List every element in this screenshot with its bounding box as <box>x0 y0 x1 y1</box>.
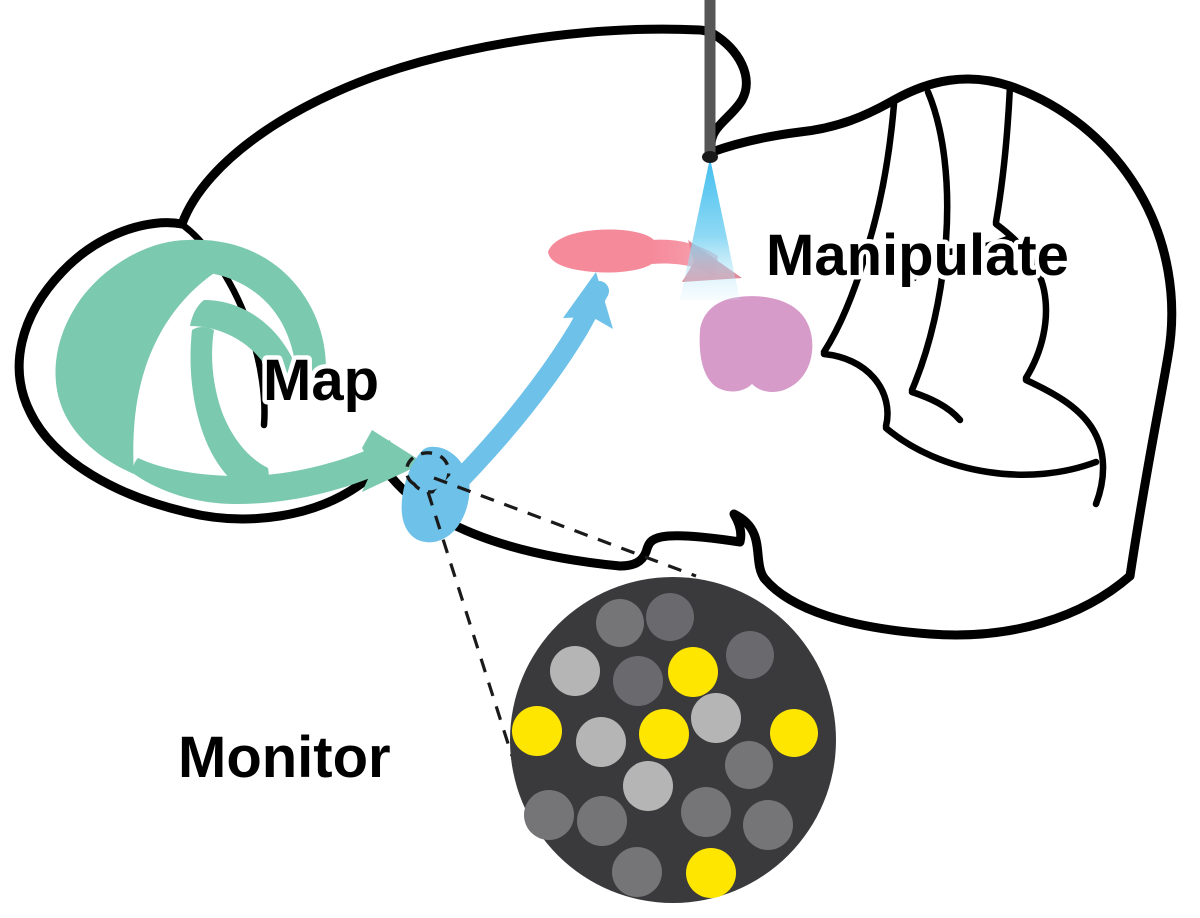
pink-target-blob <box>548 229 654 273</box>
cerebellum-outer-outline <box>707 74 1177 581</box>
monitor-label: Monitor <box>178 725 391 790</box>
ventral-cortex-outline <box>181 468 625 571</box>
monitor-label-halo: Monitor <box>178 725 391 790</box>
array-dot-yellow-3[interactable] <box>639 709 689 759</box>
array-dot-gray-1[interactable] <box>596 599 644 647</box>
callout-lines-group <box>426 476 697 757</box>
array-dot-gray-13[interactable] <box>743 800 793 850</box>
electrode-group <box>680 0 740 300</box>
text-labels-group: Map Map Monitor Monitor Manipulate Manip… <box>174 219 1074 795</box>
array-dot-gray-12[interactable] <box>681 787 731 837</box>
cortex-cerebellum-fissure <box>706 28 751 157</box>
cerebellum-folium-8 <box>908 388 964 424</box>
brainstem-notch-outline <box>615 509 769 583</box>
array-dot-yellow-1[interactable] <box>668 647 718 697</box>
array-dot-gray-8[interactable] <box>623 761 673 811</box>
green-arrow-shaft <box>133 440 398 504</box>
magenta-region-group <box>699 296 813 392</box>
array-dot-yellow-2[interactable] <box>512 706 562 756</box>
electrode-array-dots <box>512 593 818 898</box>
array-dot-gray-2[interactable] <box>646 593 694 641</box>
array-dot-gray-4[interactable] <box>613 656 663 706</box>
green-bulb-fill <box>55 240 222 474</box>
brain-outline-group <box>14 24 1177 640</box>
manipulate-label-halo: Manipulate <box>766 223 1069 288</box>
array-dot-gray-10[interactable] <box>524 790 574 840</box>
blue-arrowhead <box>563 272 613 329</box>
blue-arrow-shaft <box>433 281 609 507</box>
olfactory-bulb-outline <box>14 218 191 517</box>
green-bulb-hook <box>182 239 326 388</box>
cerebellum-folium-2 <box>992 82 1014 226</box>
cortex-dorsal-outline <box>177 24 715 229</box>
cerebellum-folium-4 <box>1022 376 1107 508</box>
cerebellum-folium-1 <box>908 88 951 394</box>
green-arrowhead <box>362 430 424 492</box>
brainstem-ventral-outline <box>759 571 1135 640</box>
array-dot-gray-3[interactable] <box>550 646 600 696</box>
cerebellum-folium-10 <box>944 234 1014 256</box>
cerebellum-folium-6 <box>862 244 918 282</box>
array-dot-gray-6[interactable] <box>576 717 626 767</box>
array-dot-gray-14[interactable] <box>612 847 662 897</box>
electrode-tip <box>702 151 718 163</box>
array-dot-gray-9[interactable] <box>725 741 773 789</box>
cerebellum-folium-3 <box>992 220 1050 382</box>
callout-line-upper <box>433 476 697 578</box>
blue-ascending-arrow-group <box>433 272 613 507</box>
cerebellum-folium-7 <box>820 350 891 430</box>
magenta-target-blob <box>699 296 813 392</box>
callout-line-lower <box>426 491 514 757</box>
array-dot-gray-5[interactable] <box>726 631 774 679</box>
array-dot-yellow-5[interactable] <box>686 848 736 898</box>
array-dot-gray-11[interactable] <box>577 796 627 846</box>
manipulate-label: Manipulate <box>766 223 1069 288</box>
map-label: Map <box>263 348 379 413</box>
cerebellum-folium-9 <box>882 424 1100 478</box>
array-dot-gray-7[interactable] <box>691 693 741 743</box>
green-olfactory-tract-group <box>55 239 424 504</box>
optogenetic-light-cone <box>680 158 740 300</box>
array-dot-yellow-4[interactable] <box>770 709 818 757</box>
green-inner-band <box>190 327 269 500</box>
electrode-shaft <box>704 0 716 155</box>
map-label-halo: Map <box>263 348 379 413</box>
green-hook-inner-limb <box>190 300 296 402</box>
electrode-array-group[interactable] <box>510 577 836 903</box>
recording-site-dashed-circle <box>404 451 451 494</box>
